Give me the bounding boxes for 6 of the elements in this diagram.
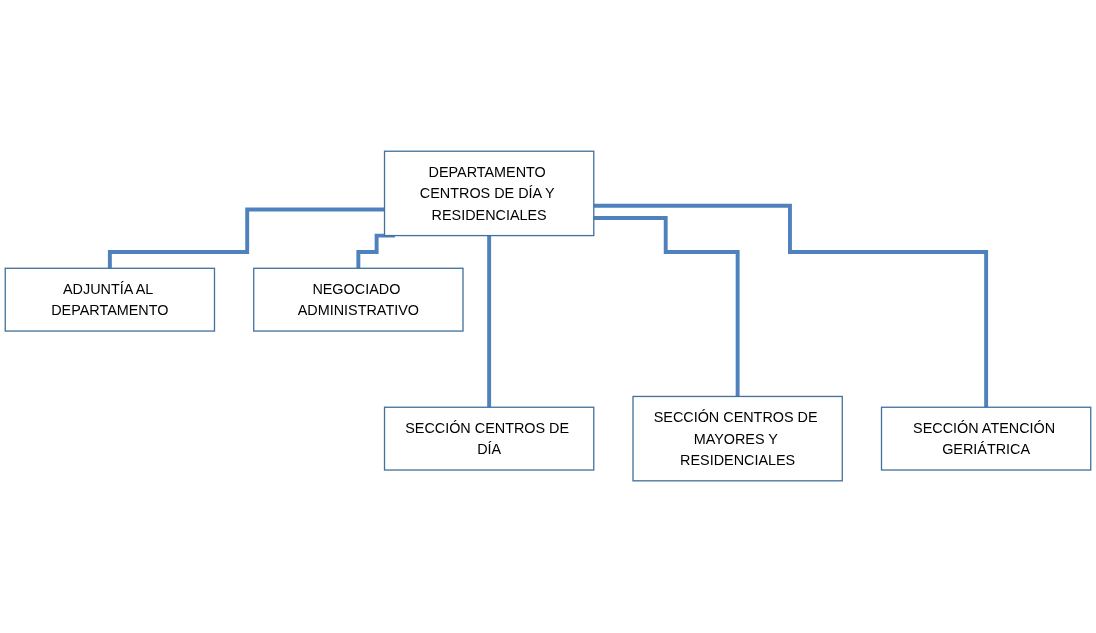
node-box: SECCIÓN CENTROS DE MAYORES Y RESIDENCIALES (632, 396, 843, 482)
node-box: SECCIÓN ATENCIÓN GERIÁTRICA (880, 407, 1092, 472)
node-box: SECCIÓN CENTROS DE DÍA (383, 407, 595, 472)
node-box: NEGOCIADO ADMINISTRATIVO (253, 268, 464, 333)
node-box: ADJUNTÍA AL DEPARTAMENTO (4, 268, 216, 333)
node-box: DEPARTAMENTO CENTROS DE DÍA Y RESIDENCIALES (383, 151, 595, 237)
